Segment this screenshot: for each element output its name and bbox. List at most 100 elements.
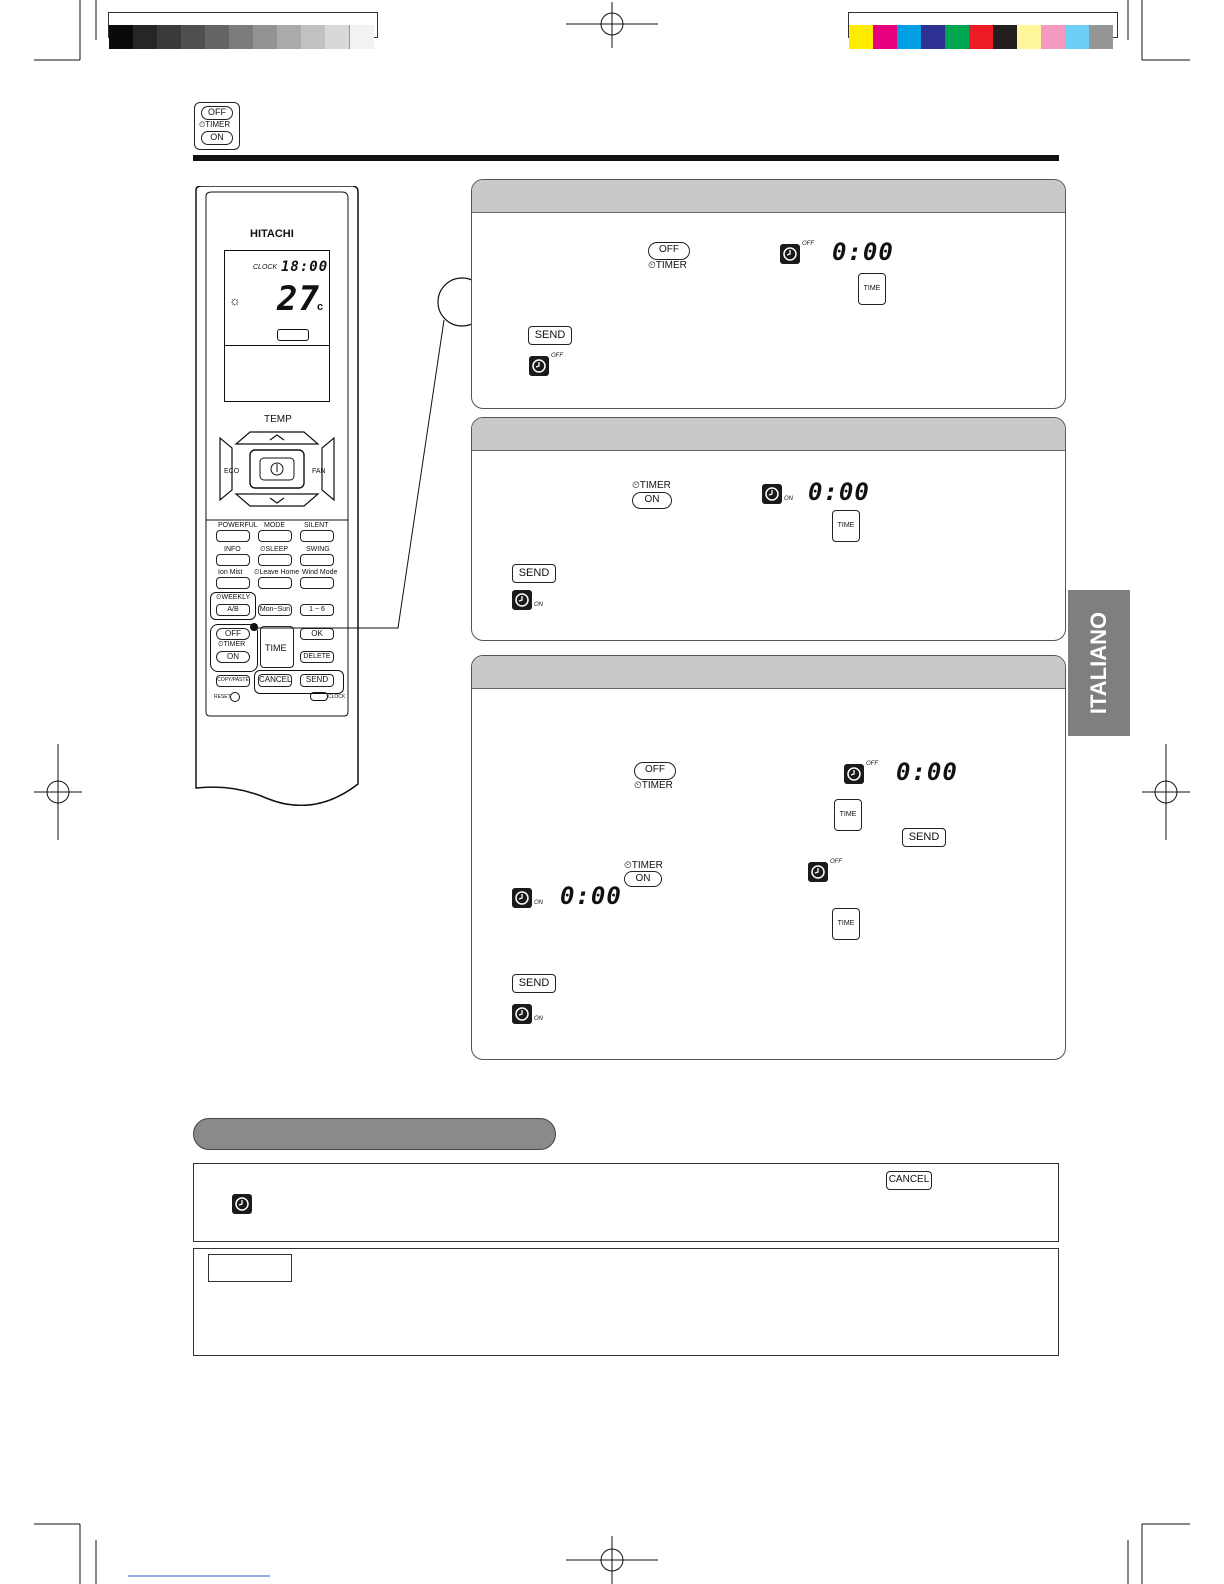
sleep-label: ⏲SLEEP xyxy=(260,546,289,553)
time-label: TIME xyxy=(837,920,855,927)
send-button: SEND xyxy=(902,828,946,847)
eco-label: ECO xyxy=(224,468,240,475)
copy-paste-button[interactable]: COPY/PASTE xyxy=(216,675,250,687)
sleep-button[interactable] xyxy=(258,554,292,566)
header-rule xyxy=(193,155,1059,161)
info-button[interactable] xyxy=(216,554,250,566)
remote-time-button[interactable]: TIME xyxy=(260,626,294,668)
off-button: OFF xyxy=(648,242,690,260)
time-button: TIME xyxy=(832,510,860,542)
timer-label: ⏲TIMER xyxy=(648,260,687,271)
ion-mist-button[interactable] xyxy=(216,577,250,589)
send-group xyxy=(254,670,344,694)
leave-home-label: ⏲Leave Home xyxy=(254,569,300,576)
ok-button[interactable]: OK xyxy=(300,628,334,640)
ion-mist-label: Ion Mist xyxy=(218,569,243,576)
panel-header xyxy=(472,180,1065,213)
silent-button[interactable] xyxy=(300,530,334,542)
remote-off-button[interactable]: OFF xyxy=(216,628,250,640)
mode-button[interactable] xyxy=(258,530,292,542)
timer-on-indicator-icon xyxy=(512,888,532,908)
fan-label: FAN xyxy=(312,468,326,475)
time-label: TIME xyxy=(839,811,857,818)
on-button-label: ON xyxy=(201,131,233,145)
timer-on-indicator-icon xyxy=(512,1004,532,1024)
remote-timer-label: ⏲TIMER xyxy=(218,641,246,648)
timer-on-indicator-icon xyxy=(762,484,782,504)
lcd-divider xyxy=(225,345,329,346)
swatch xyxy=(205,25,229,49)
send-button: SEND xyxy=(512,974,556,993)
swatch xyxy=(1017,25,1041,49)
timer-label: ⏲TIMER xyxy=(634,780,673,791)
mon-sun-button[interactable]: Mon~Sun xyxy=(258,604,292,616)
off-tag: OFF xyxy=(551,353,563,359)
cancel-info-box: CANCEL xyxy=(193,1163,1059,1242)
fan-level-icon xyxy=(277,329,309,341)
timer-group xyxy=(210,624,258,672)
send-button: SEND xyxy=(528,326,572,345)
silent-label: SILENT xyxy=(304,522,329,529)
reset-button[interactable] xyxy=(230,692,240,702)
swatch xyxy=(1065,25,1089,49)
swatch xyxy=(969,25,993,49)
time-label: TIME xyxy=(863,285,881,292)
timer-display: 0:00 xyxy=(808,478,870,506)
timer-display: 0:00 xyxy=(896,758,958,786)
remote-time-label: TIME xyxy=(265,643,287,653)
time-button: TIME xyxy=(832,908,860,940)
powerful-label: POWERFUL xyxy=(218,522,258,529)
swatch xyxy=(993,25,1017,49)
timer-off-indicator-icon xyxy=(780,244,800,264)
time-button: TIME xyxy=(858,273,886,305)
lcd-clock-label: CLOCK xyxy=(253,264,278,271)
remote-send-button[interactable]: SEND xyxy=(300,674,334,687)
panel-off-on-timer: OFF ⏲TIMER OFF 0:00 TIME SEND ⏲TIMER ON … xyxy=(471,655,1066,1060)
timer-label: ⏲TIMER xyxy=(199,120,231,129)
note-box xyxy=(193,1248,1059,1356)
remote-cancel-button[interactable]: CANCEL xyxy=(258,674,292,687)
swatch xyxy=(1089,25,1113,49)
section-heading-bar xyxy=(193,1118,556,1150)
wind-mode-button[interactable] xyxy=(300,577,334,589)
time-button: TIME xyxy=(834,799,862,831)
powerful-button[interactable] xyxy=(216,530,250,542)
swing-button[interactable] xyxy=(300,554,334,566)
swatch xyxy=(253,25,277,49)
timer-on-indicator-icon xyxy=(512,590,532,610)
brand-logo: HITACHI xyxy=(250,228,294,240)
off-tag: OFF xyxy=(830,859,842,865)
remote-on-button[interactable]: ON xyxy=(216,651,250,663)
timer-label: ⏲TIMER xyxy=(632,480,671,491)
cancel-button: CANCEL xyxy=(886,1171,932,1190)
note-label-box xyxy=(208,1254,292,1282)
swatch xyxy=(229,25,253,49)
pointer-dot xyxy=(250,623,258,631)
clock-button[interactable] xyxy=(310,692,328,701)
swing-label: SWING xyxy=(306,546,330,553)
swatch xyxy=(945,25,969,49)
gray-scale-bar xyxy=(108,12,378,49)
leave-home-button[interactable] xyxy=(258,577,292,589)
swatch xyxy=(157,25,181,49)
process-color-bar xyxy=(848,12,1118,49)
swatch xyxy=(849,25,873,49)
weekly-group xyxy=(210,592,256,620)
swatch xyxy=(1041,25,1065,49)
one-six-button[interactable]: 1 ~ 6 xyxy=(300,604,334,616)
delete-button[interactable]: DELETE xyxy=(300,651,334,663)
language-tab-label: ITALIANO xyxy=(1086,611,1111,715)
swatch xyxy=(301,25,325,49)
panel-header xyxy=(472,418,1065,451)
on-tag: ON xyxy=(534,1016,543,1022)
timer-label: ⏲TIMER xyxy=(624,860,663,871)
off-tag: OFF xyxy=(866,761,878,767)
temp-label: TEMP xyxy=(264,414,292,425)
timer-off-indicator-icon xyxy=(529,356,549,376)
weekly-ab-button[interactable]: A/B xyxy=(216,604,250,616)
off-tag: OFF xyxy=(802,241,814,247)
swatch xyxy=(873,25,897,49)
swatch xyxy=(897,25,921,49)
info-label: INFO xyxy=(224,546,241,553)
off-button-label: OFF xyxy=(201,106,233,120)
